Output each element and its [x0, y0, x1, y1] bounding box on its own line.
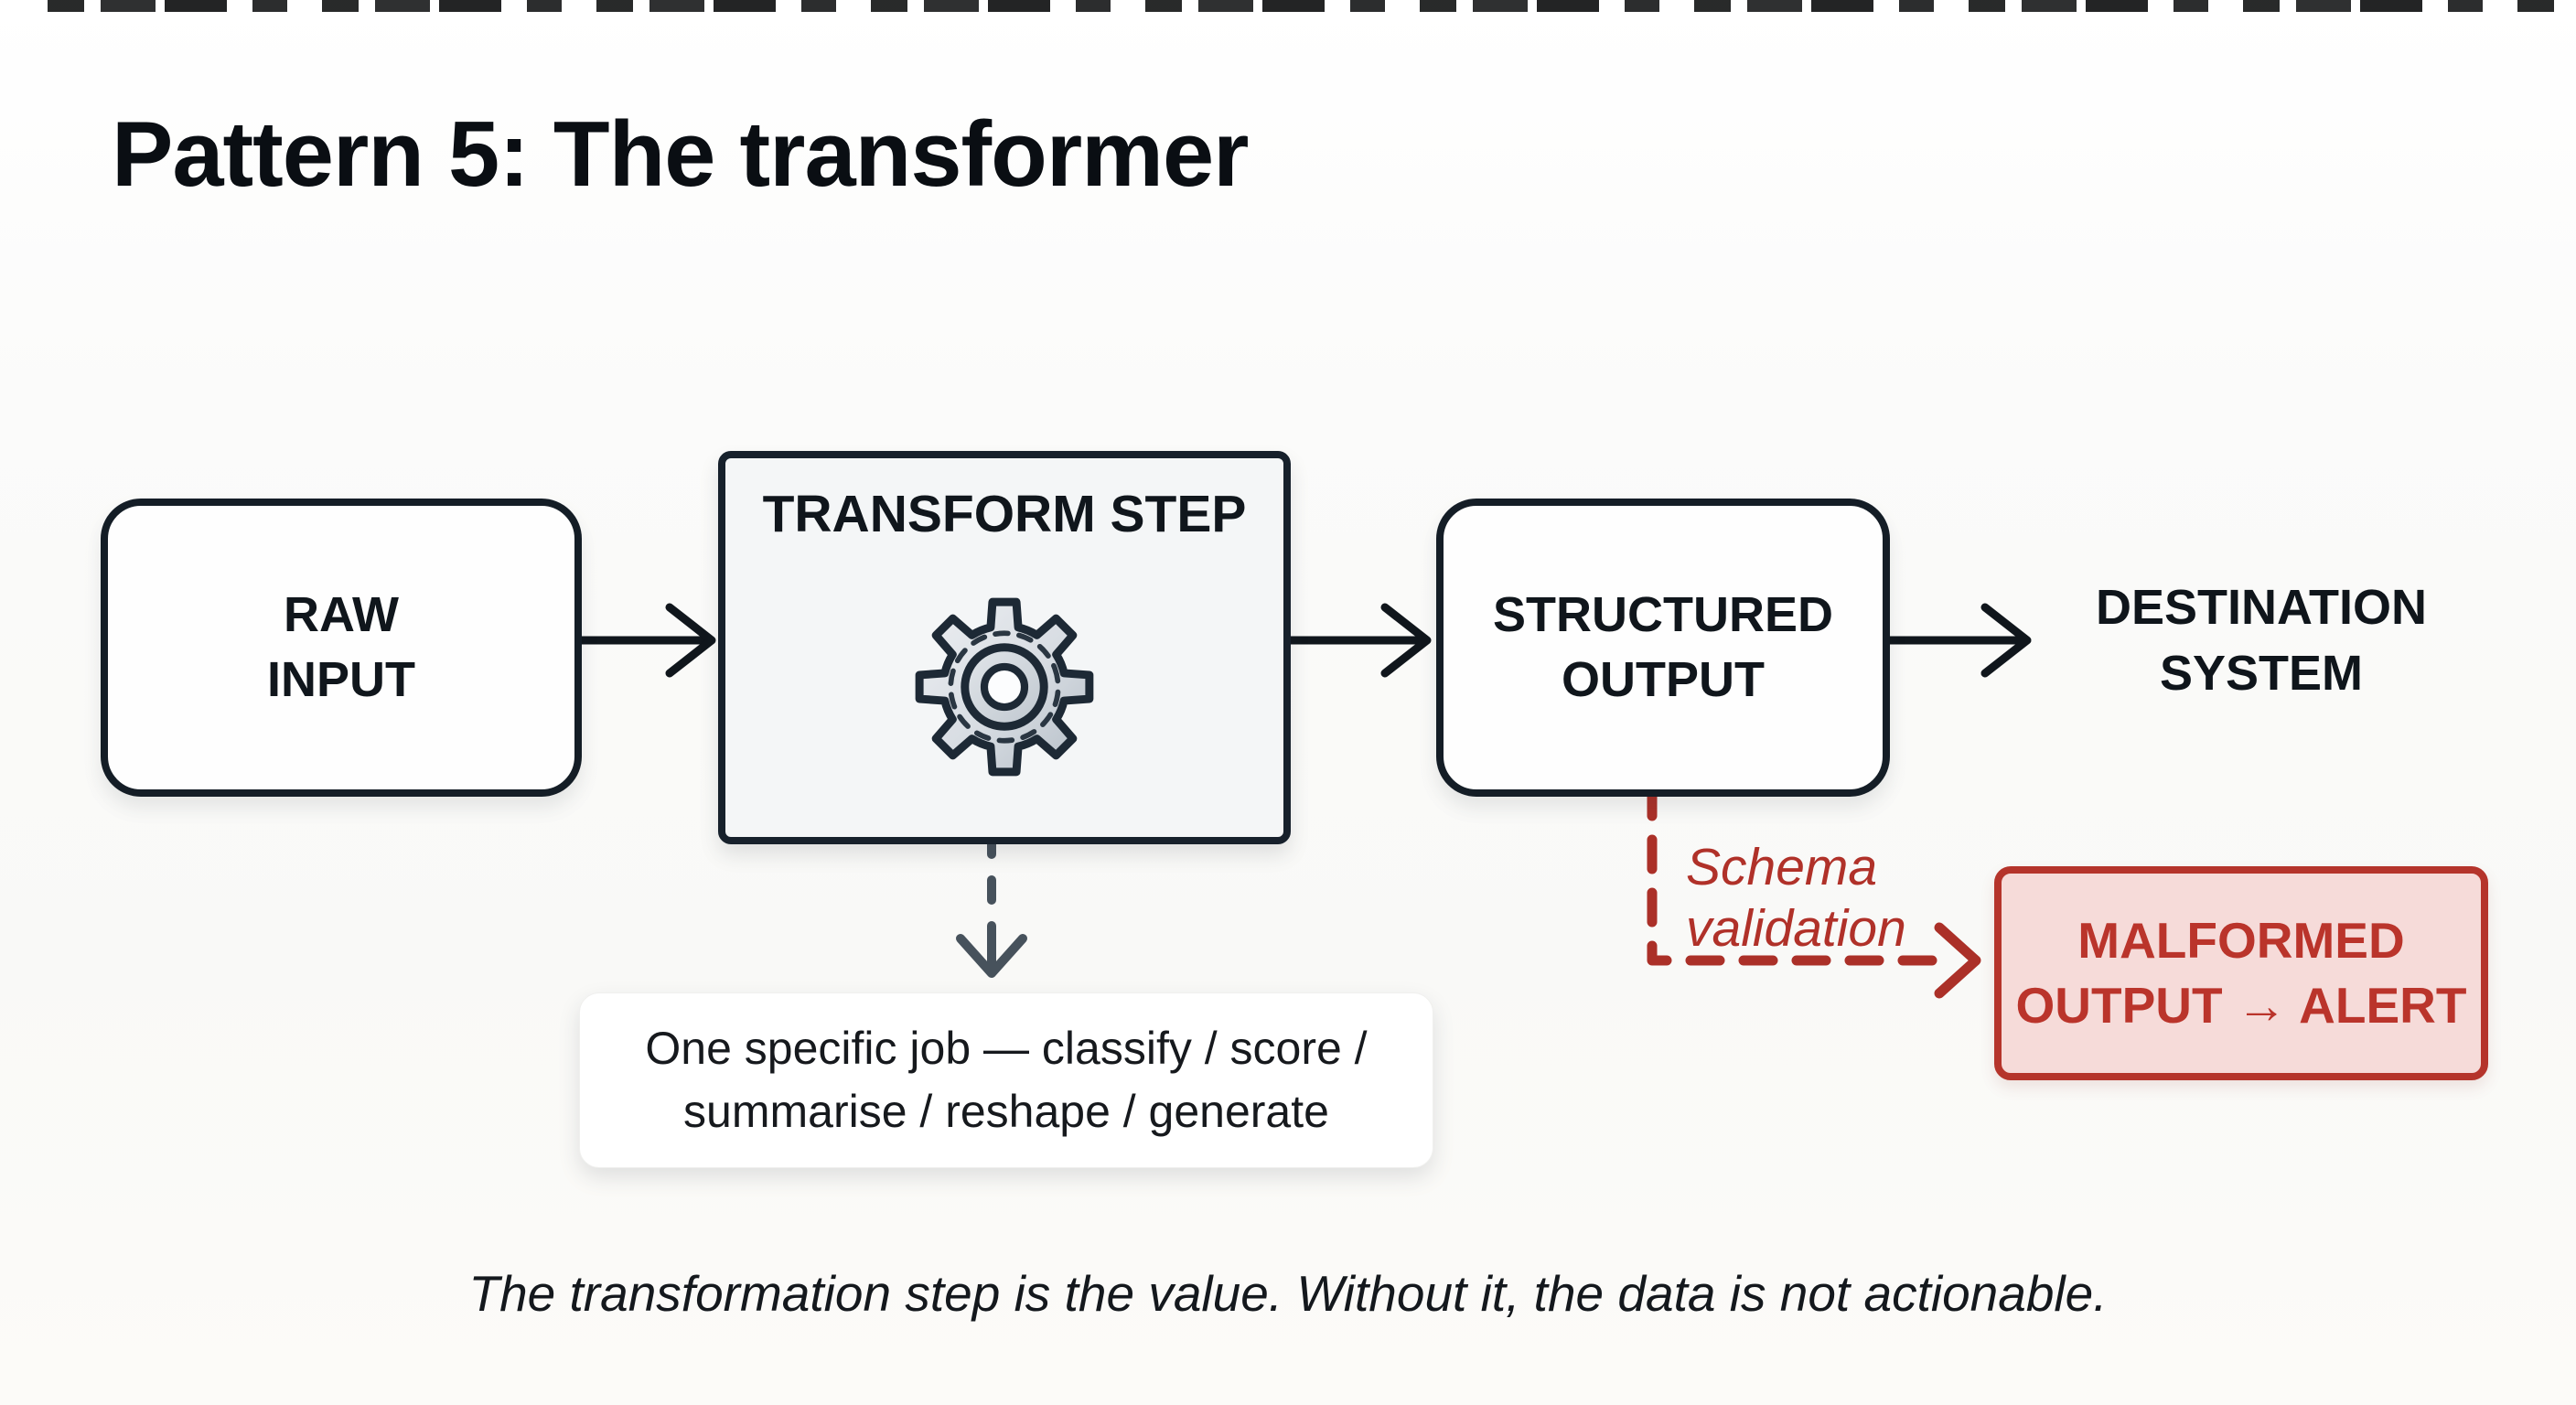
transform-job-note-text: One specific job — classify / score / su…: [645, 1023, 1368, 1137]
dashed-arrow-transform-to-note: [956, 830, 1027, 978]
malformed-alert-label: MALFORMED OUTPUT → ALERT: [2015, 911, 2467, 1035]
transform-job-note-box: One specific job — classify / score / su…: [579, 992, 1433, 1168]
gear-dashed-ring: [948, 630, 1061, 744]
arrow-structured-to-destination: [1873, 603, 2032, 678]
schema-validation-label: Schema validation: [1686, 838, 1906, 959]
arrow-transform-to-structured: [1273, 603, 1432, 678]
node-structured-output: STRUCTURED OUTPUT: [1436, 499, 1890, 797]
gear-icon: [907, 538, 1101, 837]
node-transform-step: TRANSFORM STEP: [718, 451, 1291, 844]
transform-step-title: TRANSFORM STEP: [762, 485, 1247, 543]
node-malformed-alert: MALFORMED OUTPUT → ALERT: [1994, 866, 2488, 1080]
page-title: Pattern 5: The transformer: [112, 103, 1249, 206]
arrow-raw-to-transform: [563, 603, 716, 678]
raw-input-label: RAW INPUT: [267, 586, 415, 707]
cropped-text-strip: [48, 0, 2561, 12]
footer-note: The transformation step is the value. Wi…: [468, 1265, 2108, 1322]
structured-output-label: STRUCTURED OUTPUT: [1493, 586, 1833, 707]
gear-icon-svg: [915, 597, 1094, 777]
gear-hub-hole: [980, 663, 1029, 712]
node-destination-system: DESTINATION SYSTEM: [2096, 580, 2427, 702]
node-raw-input: RAW INPUT: [101, 499, 582, 797]
